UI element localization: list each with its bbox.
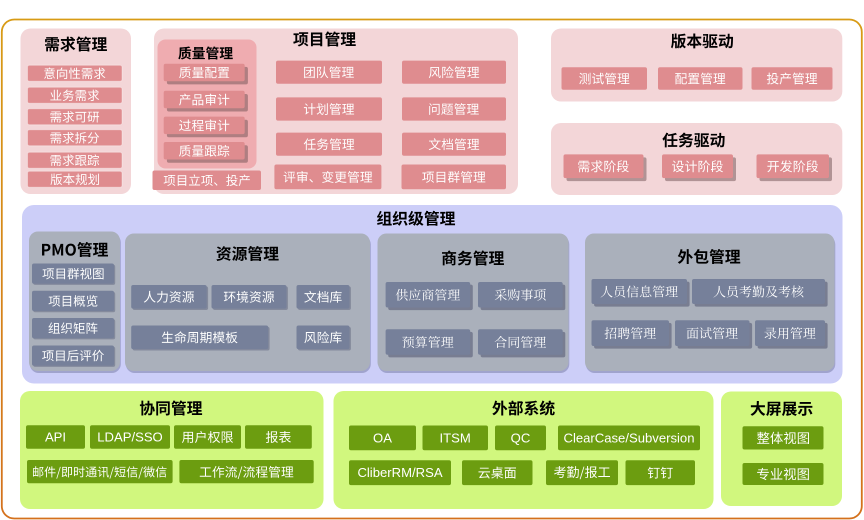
svg-text:ITSM: ITSM [440, 430, 471, 445]
svg-text:OA: OA [373, 430, 392, 445]
svg-text:LDAP/SSO: LDAP/SSO [97, 429, 163, 444]
svg-text:API: API [45, 429, 66, 444]
svg-text:ClearCase/Subversion: ClearCase/Subversion [563, 430, 694, 445]
svg-text:QC: QC [511, 430, 531, 445]
svg-text:CliberRM/RSA: CliberRM/RSA [357, 465, 442, 480]
